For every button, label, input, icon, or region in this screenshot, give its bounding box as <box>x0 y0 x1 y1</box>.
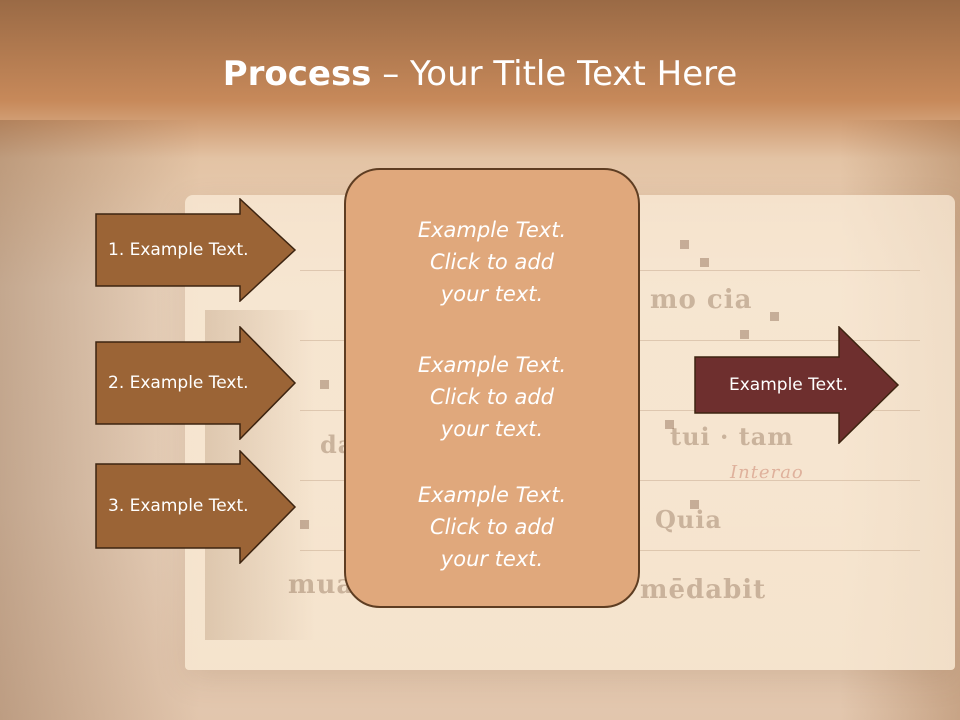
process-step-label: 1. Example Text. <box>108 240 249 260</box>
slide-title-rest: – Your Title Text Here <box>371 54 738 94</box>
arrow-shape <box>95 450 297 564</box>
background-script-text: tui · tam <box>670 422 794 451</box>
center-text-block-3[interactable]: Example Text. Click to add your text. <box>346 479 638 575</box>
center-text-line: Example Text. <box>417 353 567 377</box>
background-script-text: Quia <box>655 505 723 534</box>
process-step-label: 3. Example Text. <box>108 496 249 516</box>
center-text-line: Example Text. <box>417 218 567 242</box>
background-note <box>665 420 674 429</box>
process-step-arrow-3[interactable]: 3. Example Text. <box>95 450 301 564</box>
process-step-label: 2. Example Text. <box>108 373 249 393</box>
background-note <box>320 380 329 389</box>
center-text-line: Click to add <box>429 250 554 274</box>
slide-title[interactable]: Process – Your Title Text Here <box>0 50 960 98</box>
arrow-shape <box>694 326 900 444</box>
background-script-text: Interao <box>730 462 804 483</box>
result-arrow[interactable]: Example Text. <box>694 326 900 444</box>
center-text-line: Example Text. <box>417 483 567 507</box>
process-step-arrow-2[interactable]: 2. Example Text. <box>95 326 301 440</box>
center-text-block-2[interactable]: Example Text. Click to add your text. <box>346 349 638 445</box>
background-note <box>700 258 709 267</box>
background-note <box>770 312 779 321</box>
background-script-text: mo cia <box>650 285 753 315</box>
arrow-shape <box>95 326 297 440</box>
center-text-line: your text. <box>440 282 544 306</box>
arrow-shape <box>95 198 297 302</box>
center-text-line: your text. <box>440 417 544 441</box>
slide-title-bold: Process <box>222 54 372 94</box>
center-text-line: Click to add <box>429 385 554 409</box>
background-note <box>300 520 309 529</box>
background-note <box>680 240 689 249</box>
background-script-text: mua <box>288 570 355 600</box>
background-note <box>740 330 749 339</box>
center-content-box[interactable]: Example Text. Click to add your text. Ex… <box>344 168 640 608</box>
center-text-line: your text. <box>440 547 544 571</box>
background-script-text: mēdabit <box>640 575 767 605</box>
process-step-arrow-1[interactable]: 1. Example Text. <box>95 198 301 302</box>
background-note <box>690 500 699 509</box>
center-text-block-1[interactable]: Example Text. Click to add your text. <box>346 214 638 310</box>
result-arrow-label: Example Text. <box>729 375 848 395</box>
center-text-line: Click to add <box>429 515 554 539</box>
